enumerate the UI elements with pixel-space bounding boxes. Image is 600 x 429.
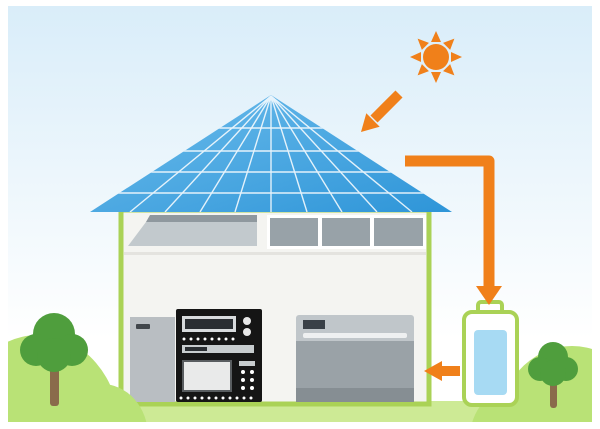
house: [90, 95, 452, 407]
tree-foliage: [528, 342, 578, 386]
microwave-oven: [182, 360, 255, 392]
stove-knob: [243, 328, 251, 336]
stove-knob: [243, 317, 251, 325]
range-hood-body: [128, 222, 257, 246]
dishwasher-kickplate: [296, 388, 414, 402]
kitchen-cabinet: [130, 317, 175, 402]
right-tree-icon: [528, 342, 578, 408]
bush-mound: [57, 384, 147, 422]
dishwasher-door: [296, 341, 414, 388]
stove-bottom-dot-row: [179, 396, 253, 400]
stove-silver-strip: [182, 345, 254, 353]
tree-foliage: [20, 313, 88, 372]
sun-core: [423, 44, 449, 70]
arrow-head: [476, 286, 502, 305]
sun-icon: [410, 31, 462, 83]
stove-button-row: [182, 337, 235, 341]
microwave-window: [182, 360, 232, 392]
stove-display-screen: [185, 319, 233, 329]
battery-liquid: [474, 330, 507, 395]
cabinet-body: [130, 317, 175, 402]
stove-oven-unit: [176, 309, 262, 402]
arrow-shaft: [370, 90, 403, 123]
roof-to-battery-arrow-icon: [405, 155, 502, 305]
upper-floor-windows: [267, 215, 426, 249]
dishwasher-control-panel: [303, 320, 325, 329]
range-hood-top: [146, 215, 257, 222]
stove-slot: [185, 347, 207, 351]
sun-rays: [410, 31, 462, 83]
microwave-buttons: [241, 370, 254, 390]
tree-trunk: [50, 362, 59, 406]
cabinet-handle: [136, 324, 150, 329]
sun-to-roof-arrow-icon: [361, 90, 403, 132]
arrow-shaft: [405, 155, 495, 287]
dishwasher: [296, 315, 414, 402]
window-pane: [374, 218, 423, 246]
window-pane: [270, 218, 318, 246]
range-hood: [128, 215, 257, 246]
floor-divider: [124, 252, 426, 255]
arrow-head: [361, 113, 380, 132]
arrow-head: [424, 361, 442, 381]
battery-to-appliances-arrow-icon: [424, 361, 460, 381]
microwave-display: [239, 361, 255, 366]
dishwasher-handle-slot: [303, 333, 407, 338]
storage-battery: [462, 300, 519, 407]
window-pane: [322, 218, 370, 246]
left-tree-icon: [20, 313, 88, 406]
scene: [8, 6, 592, 422]
